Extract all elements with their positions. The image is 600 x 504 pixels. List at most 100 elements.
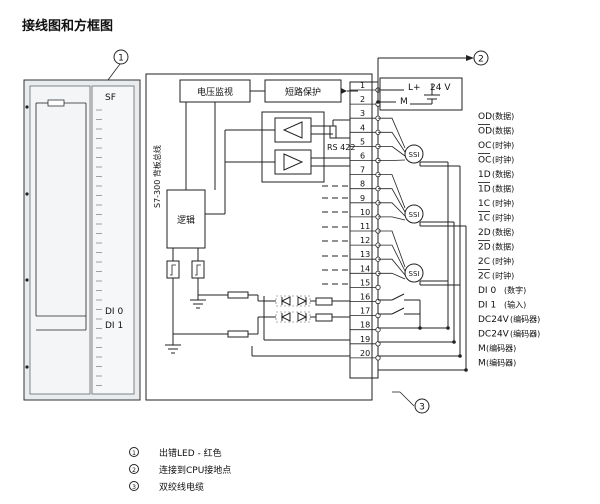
svg-text:(数字): (数字) xyxy=(504,285,526,295)
ssi-encoder-2-icon: SSI xyxy=(404,263,424,283)
svg-text:DC24V: DC24V xyxy=(478,315,510,325)
svg-text:出错LED - 红色: 出错LED - 红色 xyxy=(159,447,222,459)
svg-text:24 V: 24 V xyxy=(430,83,451,93)
svg-text:8: 8 xyxy=(360,180,365,189)
signal-label-16: M(编码器) xyxy=(478,343,516,354)
svg-text:逻辑: 逻辑 xyxy=(177,214,195,226)
callout-3: 3 xyxy=(414,398,430,414)
signal-label-13: DI 1(输入) xyxy=(478,300,526,311)
svg-text:18: 18 xyxy=(360,321,370,330)
svg-text:2: 2 xyxy=(478,55,484,65)
terminal-11: 11 xyxy=(350,222,381,234)
signal-label-2: OC(时钟) xyxy=(478,140,514,151)
svg-text:10: 10 xyxy=(360,208,370,217)
input-filter-1 xyxy=(191,260,205,279)
svg-text:5: 5 xyxy=(360,137,365,146)
svg-text:11: 11 xyxy=(360,222,370,231)
ssi-wire xyxy=(378,117,406,149)
svg-text:M: M xyxy=(478,344,486,354)
signal-label-9: 2D(数据) xyxy=(478,240,514,253)
svg-text:(输入): (输入) xyxy=(504,300,526,310)
svg-text:4: 4 xyxy=(360,123,365,132)
terminal-3: 3 xyxy=(350,109,381,121)
svg-text:(编码器): (编码器) xyxy=(486,343,516,353)
svg-text:(时钟): (时钟) xyxy=(492,198,514,208)
sf-label: SF xyxy=(105,93,116,103)
svg-text:(数据): (数据) xyxy=(492,169,514,179)
svg-text:2C: 2C xyxy=(478,257,490,267)
svg-text:(数据): (数据) xyxy=(492,126,514,136)
svg-text:(编码器): (编码器) xyxy=(486,358,516,368)
terminal-2: 2 xyxy=(350,95,381,107)
svg-text:6: 6 xyxy=(360,152,365,161)
ssi-wire xyxy=(378,131,406,153)
terminal-8: 8 xyxy=(350,180,381,192)
di0-input-resistor xyxy=(315,297,333,306)
optocoupler-di1-icon xyxy=(275,311,311,323)
module-front-view: SF DI 0 DI 1 xyxy=(23,63,141,401)
terminal-19: 19 xyxy=(350,335,381,347)
svg-text:2D: 2D xyxy=(478,243,491,253)
terminal-15: 15 xyxy=(350,278,381,290)
ground-icon xyxy=(190,299,206,309)
rs422-driver xyxy=(274,149,312,175)
svg-text:1D: 1D xyxy=(478,185,491,195)
terminal-7: 7 xyxy=(350,166,381,178)
ssi-wire xyxy=(378,258,406,276)
ssi-wire xyxy=(378,146,406,157)
ssi-wire xyxy=(378,188,406,213)
callout-2: 2 xyxy=(473,50,489,66)
svg-text:(时钟): (时钟) xyxy=(492,140,514,150)
rs422-receiver xyxy=(274,117,312,143)
legend-item-2: 2 连接到CPU接地点 xyxy=(129,464,231,476)
svg-text:(时钟): (时钟) xyxy=(492,213,514,223)
svg-text:2: 2 xyxy=(132,467,136,474)
svg-text:3: 3 xyxy=(132,484,136,491)
svg-text:短路保护: 短路保护 xyxy=(285,86,321,98)
terminal-13: 13 xyxy=(350,250,381,262)
signal-label-1: OD(数据) xyxy=(478,124,514,137)
signal-label-17: M(编码器) xyxy=(478,358,516,369)
rs422-transceiver-group xyxy=(261,111,325,183)
svg-text:12: 12 xyxy=(360,236,370,245)
terminal-18: 18 xyxy=(350,321,381,333)
svg-text:(时钟): (时钟) xyxy=(492,256,514,266)
svg-text:13: 13 xyxy=(360,250,370,259)
power-supply-24v xyxy=(379,77,463,111)
ssi-wire xyxy=(378,216,406,221)
svg-text:M: M xyxy=(478,359,486,369)
svg-text:(数据): (数据) xyxy=(492,242,514,252)
termination-resistor xyxy=(329,125,337,139)
di1-series-resistor xyxy=(227,330,249,338)
svg-text:M: M xyxy=(400,97,408,107)
signal-label-8: 2D(数据) xyxy=(478,227,514,238)
ssi-encoder-0-icon: SSI xyxy=(404,144,424,164)
ssi-encoder-1-icon: SSI xyxy=(404,204,424,224)
signal-label-12: DI 0 (数字) xyxy=(478,285,526,296)
svg-text:1C: 1C xyxy=(478,214,490,224)
svg-text:SSI: SSI xyxy=(409,151,420,159)
ground-icon xyxy=(165,344,181,354)
svg-text:9: 9 xyxy=(360,194,365,203)
svg-text:1: 1 xyxy=(118,54,124,64)
svg-text:(编码器): (编码器) xyxy=(510,329,540,339)
svg-text:DI 0: DI 0 xyxy=(478,286,496,296)
svg-text:SSI: SSI xyxy=(409,270,420,278)
callout-1-leader xyxy=(107,63,121,81)
terminal-17: 17 xyxy=(350,307,381,319)
svg-text:OD: OD xyxy=(478,127,492,137)
terminal-16: 16 xyxy=(350,293,381,305)
svg-text:DC24V: DC24V xyxy=(478,330,510,340)
module-internal-frame xyxy=(145,73,373,401)
svg-text:(数据): (数据) xyxy=(492,227,514,237)
svg-text:(时钟): (时钟) xyxy=(492,271,514,281)
svg-text:RS 422: RS 422 xyxy=(327,143,355,152)
svg-text:3: 3 xyxy=(419,403,425,413)
logic-block xyxy=(166,189,206,249)
signal-label-0: OD(数据) xyxy=(478,111,514,122)
backplane-bus-label: S7-300 背板总线 xyxy=(152,145,162,208)
terminal-9: 9 xyxy=(350,194,381,206)
svg-text:15: 15 xyxy=(360,278,370,287)
